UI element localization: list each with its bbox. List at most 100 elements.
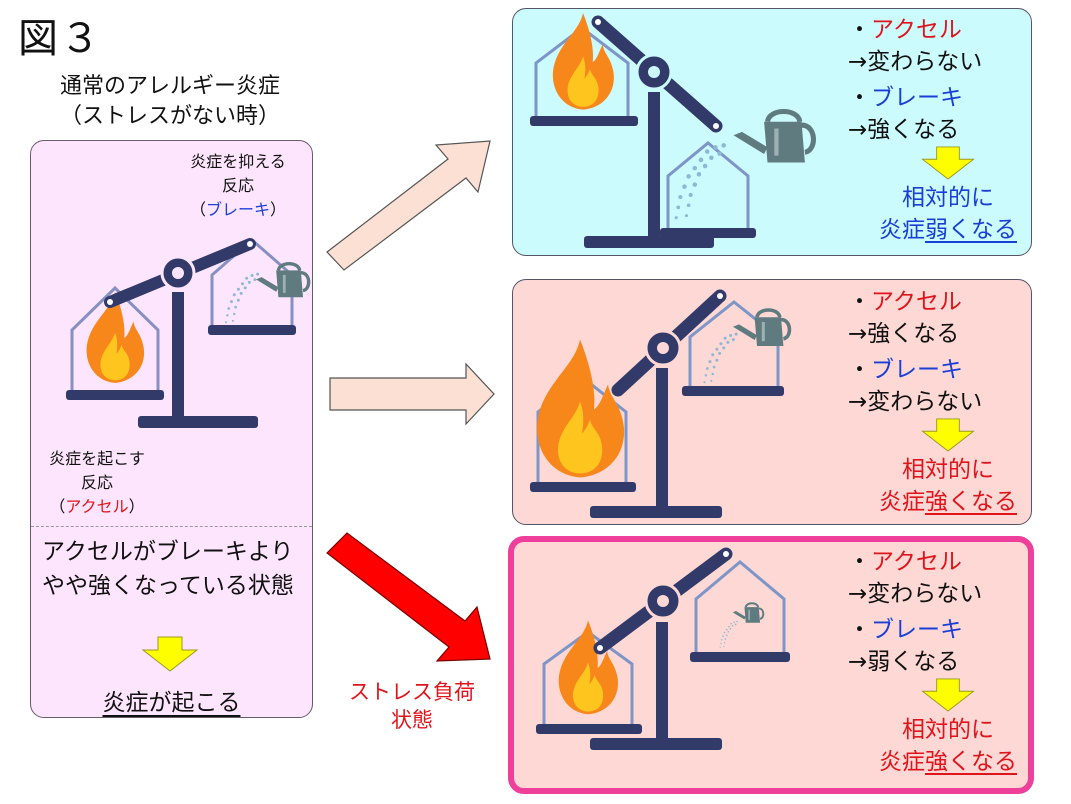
baseline-panel: [30, 140, 313, 718]
yellow-down-arrow-icon: [848, 418, 1048, 454]
water-drops-icon: [224, 272, 260, 324]
accel-label-line2: 反応: [80, 473, 113, 492]
brake-keyword: ブレーキ: [871, 617, 963, 643]
scale-base: [138, 416, 258, 428]
stress-label-line2: 状態: [391, 708, 433, 732]
figure-title: 図３: [18, 16, 102, 62]
brake-keyword: ブレーキ: [871, 85, 963, 111]
accel-keyword: アクセル: [65, 497, 129, 516]
bullet: ・: [848, 289, 871, 315]
accel-change: →変わらない: [848, 581, 983, 607]
accel-keyword: アクセル: [871, 549, 962, 575]
scale-post: [172, 292, 184, 422]
accel-keyword: アクセル: [871, 289, 962, 315]
accel-line: ・アクセル: [848, 14, 1048, 46]
scenario-info-accel-stronger: ・アクセル →強くなる ・ブレーキ →変わらない 相対的に 炎症強くなる: [848, 286, 1048, 518]
conclusion-line1: 相対的に: [902, 457, 994, 483]
accel-line: ・アクセル: [848, 286, 1048, 318]
conclusion-line2: 炎症強くなる: [848, 486, 1048, 518]
conclusion-line1: 相対的に: [902, 717, 994, 743]
watering-can-icon: [256, 262, 311, 299]
conclusion-line2: 炎症強くなる: [848, 746, 1048, 778]
left-pan: [530, 482, 636, 492]
bullet: ・: [848, 17, 871, 43]
conclusion-prefix: 炎症: [879, 749, 925, 775]
conclusion-emphasis: 弱くなる: [925, 217, 1017, 243]
left-pan-frame: [70, 285, 160, 390]
brake-change: →弱くなる: [848, 649, 960, 675]
paren: （: [189, 200, 206, 219]
brake-keyword: ブレーキ: [205, 200, 270, 219]
right-pan: [682, 386, 784, 396]
right-pan-frame: [688, 300, 780, 387]
baseline-heading-line2: （ストレスがない時）: [59, 104, 280, 129]
accel-keyword: アクセル: [871, 17, 962, 43]
left-pan: [530, 116, 638, 126]
arrow-to-brake-stronger: [326, 140, 491, 271]
stress-load-label: ストレス負荷 状態: [322, 678, 502, 734]
water-drops-icon: [674, 143, 727, 220]
baseline-heading-line1: 通常のアレルギー炎症: [59, 74, 280, 99]
conclusion-prefix: 炎症: [879, 489, 925, 515]
baseline-heading: 通常のアレルギー炎症 （ストレスがない時）: [20, 72, 320, 132]
right-pan: [208, 325, 296, 335]
yellow-down-arrow-icon: [141, 636, 199, 672]
water-drops-icon: [703, 332, 738, 384]
watering-can-icon: [732, 602, 765, 624]
left-pan: [66, 390, 164, 400]
baseline-state-description: アクセルがブレーキよりやや強くなっている状態: [42, 539, 294, 599]
scale-post: [656, 622, 668, 744]
scale-base: [590, 506, 722, 518]
conclusion-emphasis: 強くなる: [925, 749, 1017, 775]
left-pan: [536, 724, 642, 734]
water-drops-icon: [719, 620, 738, 648]
scale-brake-weaker: [536, 547, 790, 750]
accel-change: →変わらない: [848, 49, 983, 75]
scale-post: [648, 92, 660, 242]
yellow-down-arrow-icon: [848, 146, 1048, 182]
conclusion-line2: 炎症弱くなる: [848, 214, 1048, 246]
scenario-info-brake-stronger: ・アクセル →変わらない ・ブレーキ →強くなる 相対的に 炎症弱くなる: [848, 14, 1048, 246]
accel-label-line1: 炎症を起こす: [49, 449, 145, 468]
brake-line: ・ブレーキ: [848, 82, 1048, 114]
right-pan: [690, 652, 790, 662]
baseline-result: 炎症が起こる: [102, 690, 241, 716]
watering-can-icon: [734, 112, 814, 163]
accel-line: ・アクセル: [848, 546, 1048, 578]
yellow-down-arrow-icon: [848, 678, 1048, 714]
arrow-to-accel-stronger: [329, 362, 495, 426]
right-pan-frame: [694, 560, 786, 654]
watering-can-icon: [732, 308, 792, 348]
brake-label-line1: 炎症を抑える: [190, 152, 286, 171]
conclusion-emphasis: 強くなる: [925, 489, 1017, 515]
brake-label-keyword-line: （ブレーキ）: [168, 198, 308, 222]
bullet: ・: [848, 617, 871, 643]
conclusion-line1: 相対的に: [902, 185, 994, 211]
scale-brake-stronger: [530, 13, 820, 248]
accel-reaction-label: 炎症を起こす 反応 （アクセル）: [32, 447, 162, 519]
brake-reaction-label: 炎症を抑える 反応 （ブレーキ）: [168, 150, 308, 222]
brake-line: ・ブレーキ: [848, 354, 1048, 386]
brake-change: →変わらない: [848, 389, 983, 415]
paren: ）: [270, 200, 287, 219]
scale-base: [584, 236, 714, 248]
paren: ）: [128, 497, 145, 516]
bullet: ・: [848, 549, 871, 575]
right-pan: [660, 228, 756, 238]
stress-label-line1: ストレス負荷: [349, 680, 475, 704]
brake-line: ・ブレーキ: [848, 614, 1048, 646]
scale-base: [590, 738, 722, 750]
scale-post: [656, 368, 668, 514]
stress-arrow: [326, 532, 491, 662]
brake-label-line2: 反応: [221, 176, 254, 195]
accel-change: →強くなる: [848, 321, 960, 347]
scale-accel-stronger: [530, 289, 792, 518]
paren: （: [49, 497, 66, 516]
bullet: ・: [848, 357, 871, 383]
scenario-info-brake-weaker: ・アクセル →変わらない ・ブレーキ →弱くなる 相対的に 炎症強くなる: [848, 546, 1048, 778]
brake-keyword: ブレーキ: [871, 357, 963, 383]
accel-label-keyword-line: （アクセル）: [32, 495, 162, 519]
bullet: ・: [848, 85, 871, 111]
brake-change: →強くなる: [848, 117, 960, 143]
right-pan-frame: [666, 141, 750, 230]
